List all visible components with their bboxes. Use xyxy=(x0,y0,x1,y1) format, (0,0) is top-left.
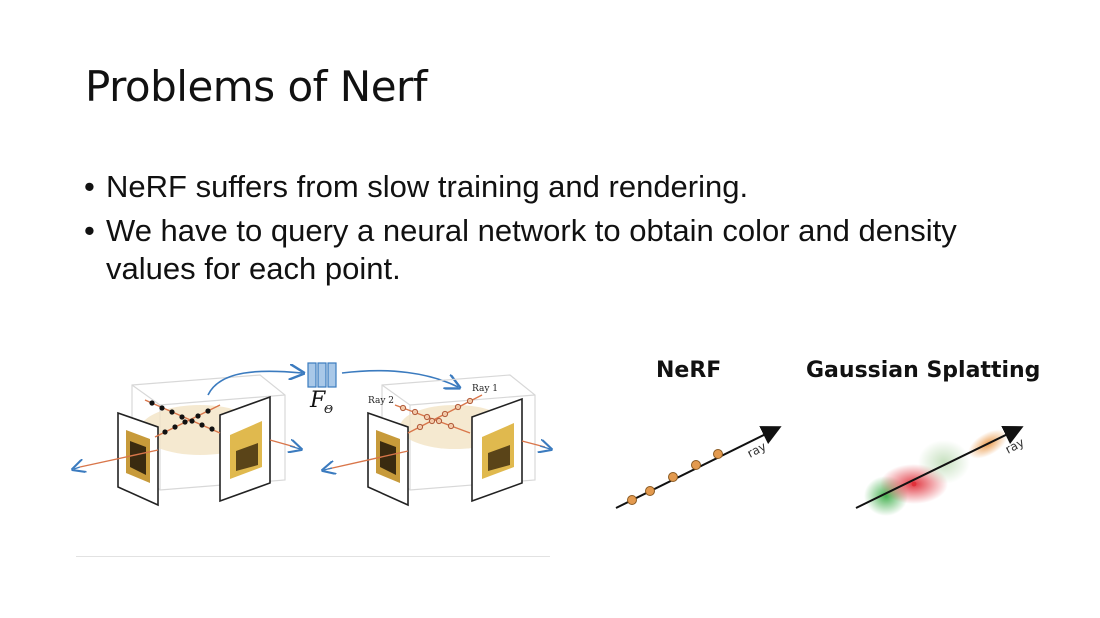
nerf-label: NeRF xyxy=(656,358,722,383)
ray1-label: Ray 1 xyxy=(472,384,498,394)
ray-line xyxy=(79,449,159,468)
bullet-dot: • xyxy=(84,213,95,248)
bullet-text: NeRF suffers from slow training and rend… xyxy=(106,169,749,204)
figure-divider xyxy=(76,556,550,557)
bullet-item: • NeRF suffers from slow training and re… xyxy=(84,168,1024,206)
nerf-ray-figure: ray xyxy=(615,426,782,509)
bullet-dot: • xyxy=(84,169,95,204)
gaussian-splatting-figure: ray xyxy=(855,426,1027,516)
bullet-list: • NeRF suffers from slow training and re… xyxy=(84,168,1024,294)
gs-label: Gaussian Splatting xyxy=(806,358,1041,383)
ray2-label: Ray 2 xyxy=(368,396,394,406)
image-plane-right xyxy=(219,395,271,503)
arrow-from-network xyxy=(341,369,458,387)
sample-points-left xyxy=(144,399,221,438)
image-plane-left xyxy=(117,411,159,507)
network-subscript: Θ xyxy=(324,403,333,416)
image-plane-right-2 xyxy=(471,397,523,503)
slide-title: Problems of Nerf xyxy=(85,62,428,111)
bullet-text: We have to query a neural network to obt… xyxy=(106,213,957,286)
arrow-to-network xyxy=(207,371,302,396)
nerf-pipeline-figure: F Θ xyxy=(70,362,560,507)
bullet-item: • We have to query a neural network to o… xyxy=(84,212,1024,288)
network-label: F xyxy=(309,388,326,413)
image-plane-left-2 xyxy=(367,411,409,507)
sample-points-right xyxy=(394,394,483,434)
network-block xyxy=(307,362,337,388)
